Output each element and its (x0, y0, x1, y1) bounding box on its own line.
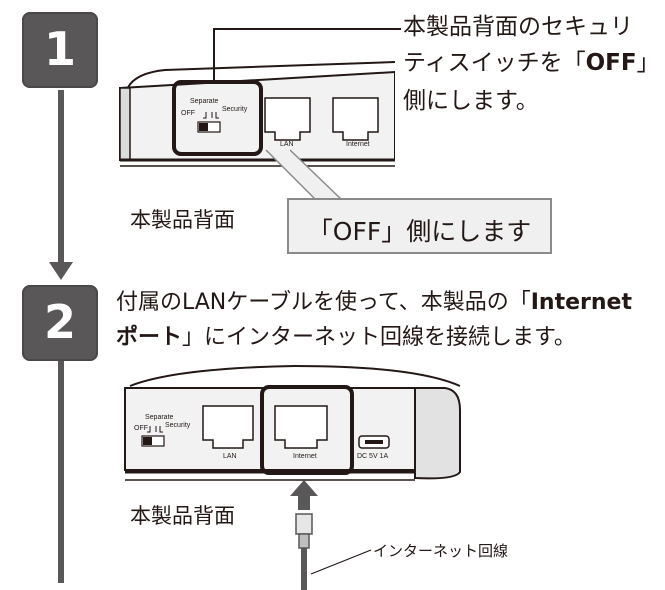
timeline-arrow-down-icon (49, 262, 73, 280)
step-1-callout-line-2: ティスイッチを「OFF」 (403, 46, 660, 80)
step-1-callout-line-3: 側にします。 (403, 88, 539, 114)
internet-port-highlight-box (260, 385, 354, 475)
step-2-text-internet: Internet (530, 290, 632, 315)
speech-bubble-text: 「OFF」側にします (307, 217, 532, 246)
switch-label-off-1: OFF (181, 110, 195, 117)
port-label-lan-2: LAN (223, 453, 237, 460)
switch-highlight-box (172, 80, 263, 156)
port-label-lan-1: LAN (280, 141, 294, 148)
device-illustration-1 (115, 60, 396, 170)
switch-label-separate-1: Separate (190, 98, 219, 105)
cable-label-leader-line (310, 549, 372, 575)
speech-bubble: 「OFF」側にします (287, 198, 552, 254)
step-2-device-caption: 本製品背面 (130, 504, 235, 528)
step-2-number: 2 (43, 294, 76, 349)
switch-label-separate-2: Separate (145, 414, 174, 421)
timeline-line-1 (58, 90, 64, 265)
port-label-internet-1: Internet (346, 141, 370, 148)
callout-text-off: OFF (585, 50, 637, 76)
timeline-line-2 (58, 355, 64, 583)
port-label-dc: DC 5V 1A (357, 453, 389, 460)
callout-leader-horizontal (213, 28, 401, 30)
step-1-badge: 1 (22, 12, 98, 88)
lan-cable-icon (295, 513, 313, 590)
port-label-internet-2: Internet (293, 453, 317, 460)
router-back-svg-1 (119, 61, 396, 167)
cable-label: インターネット回線 (373, 542, 509, 560)
step-2-text-b: 」にインターネット回線を接続します。 (182, 325, 576, 350)
callout-text-a: ティスイッチを「 (403, 50, 586, 76)
step-2-badge: 2 (22, 285, 98, 361)
step-1-number: 1 (43, 21, 76, 76)
callout-text-b: 」 (636, 50, 660, 76)
callout-leader-vertical (213, 29, 215, 81)
speech-bubble-pointer (265, 149, 343, 201)
switch-label-security-2: Security (165, 422, 191, 429)
step-2-text-a: 付属のLANケーブルを使って、本製品の「 (116, 290, 531, 315)
cable-insert-arrow-icon (290, 480, 318, 510)
switch-label-security-1: Security (222, 106, 248, 113)
step-1-device-caption: 本製品背面 (130, 208, 235, 232)
step-1-callout-line-1: 本製品背面のセキュリ (403, 14, 633, 40)
step-2-text-port: ポート (116, 325, 183, 350)
step-2-text-line-2: ポート」にインターネット回線を接続します。 (116, 321, 576, 355)
switch-label-off-2: OFF (134, 425, 148, 432)
step-2-text-line-1: 付属のLANケーブルを使って、本製品の「Internet (116, 286, 632, 320)
